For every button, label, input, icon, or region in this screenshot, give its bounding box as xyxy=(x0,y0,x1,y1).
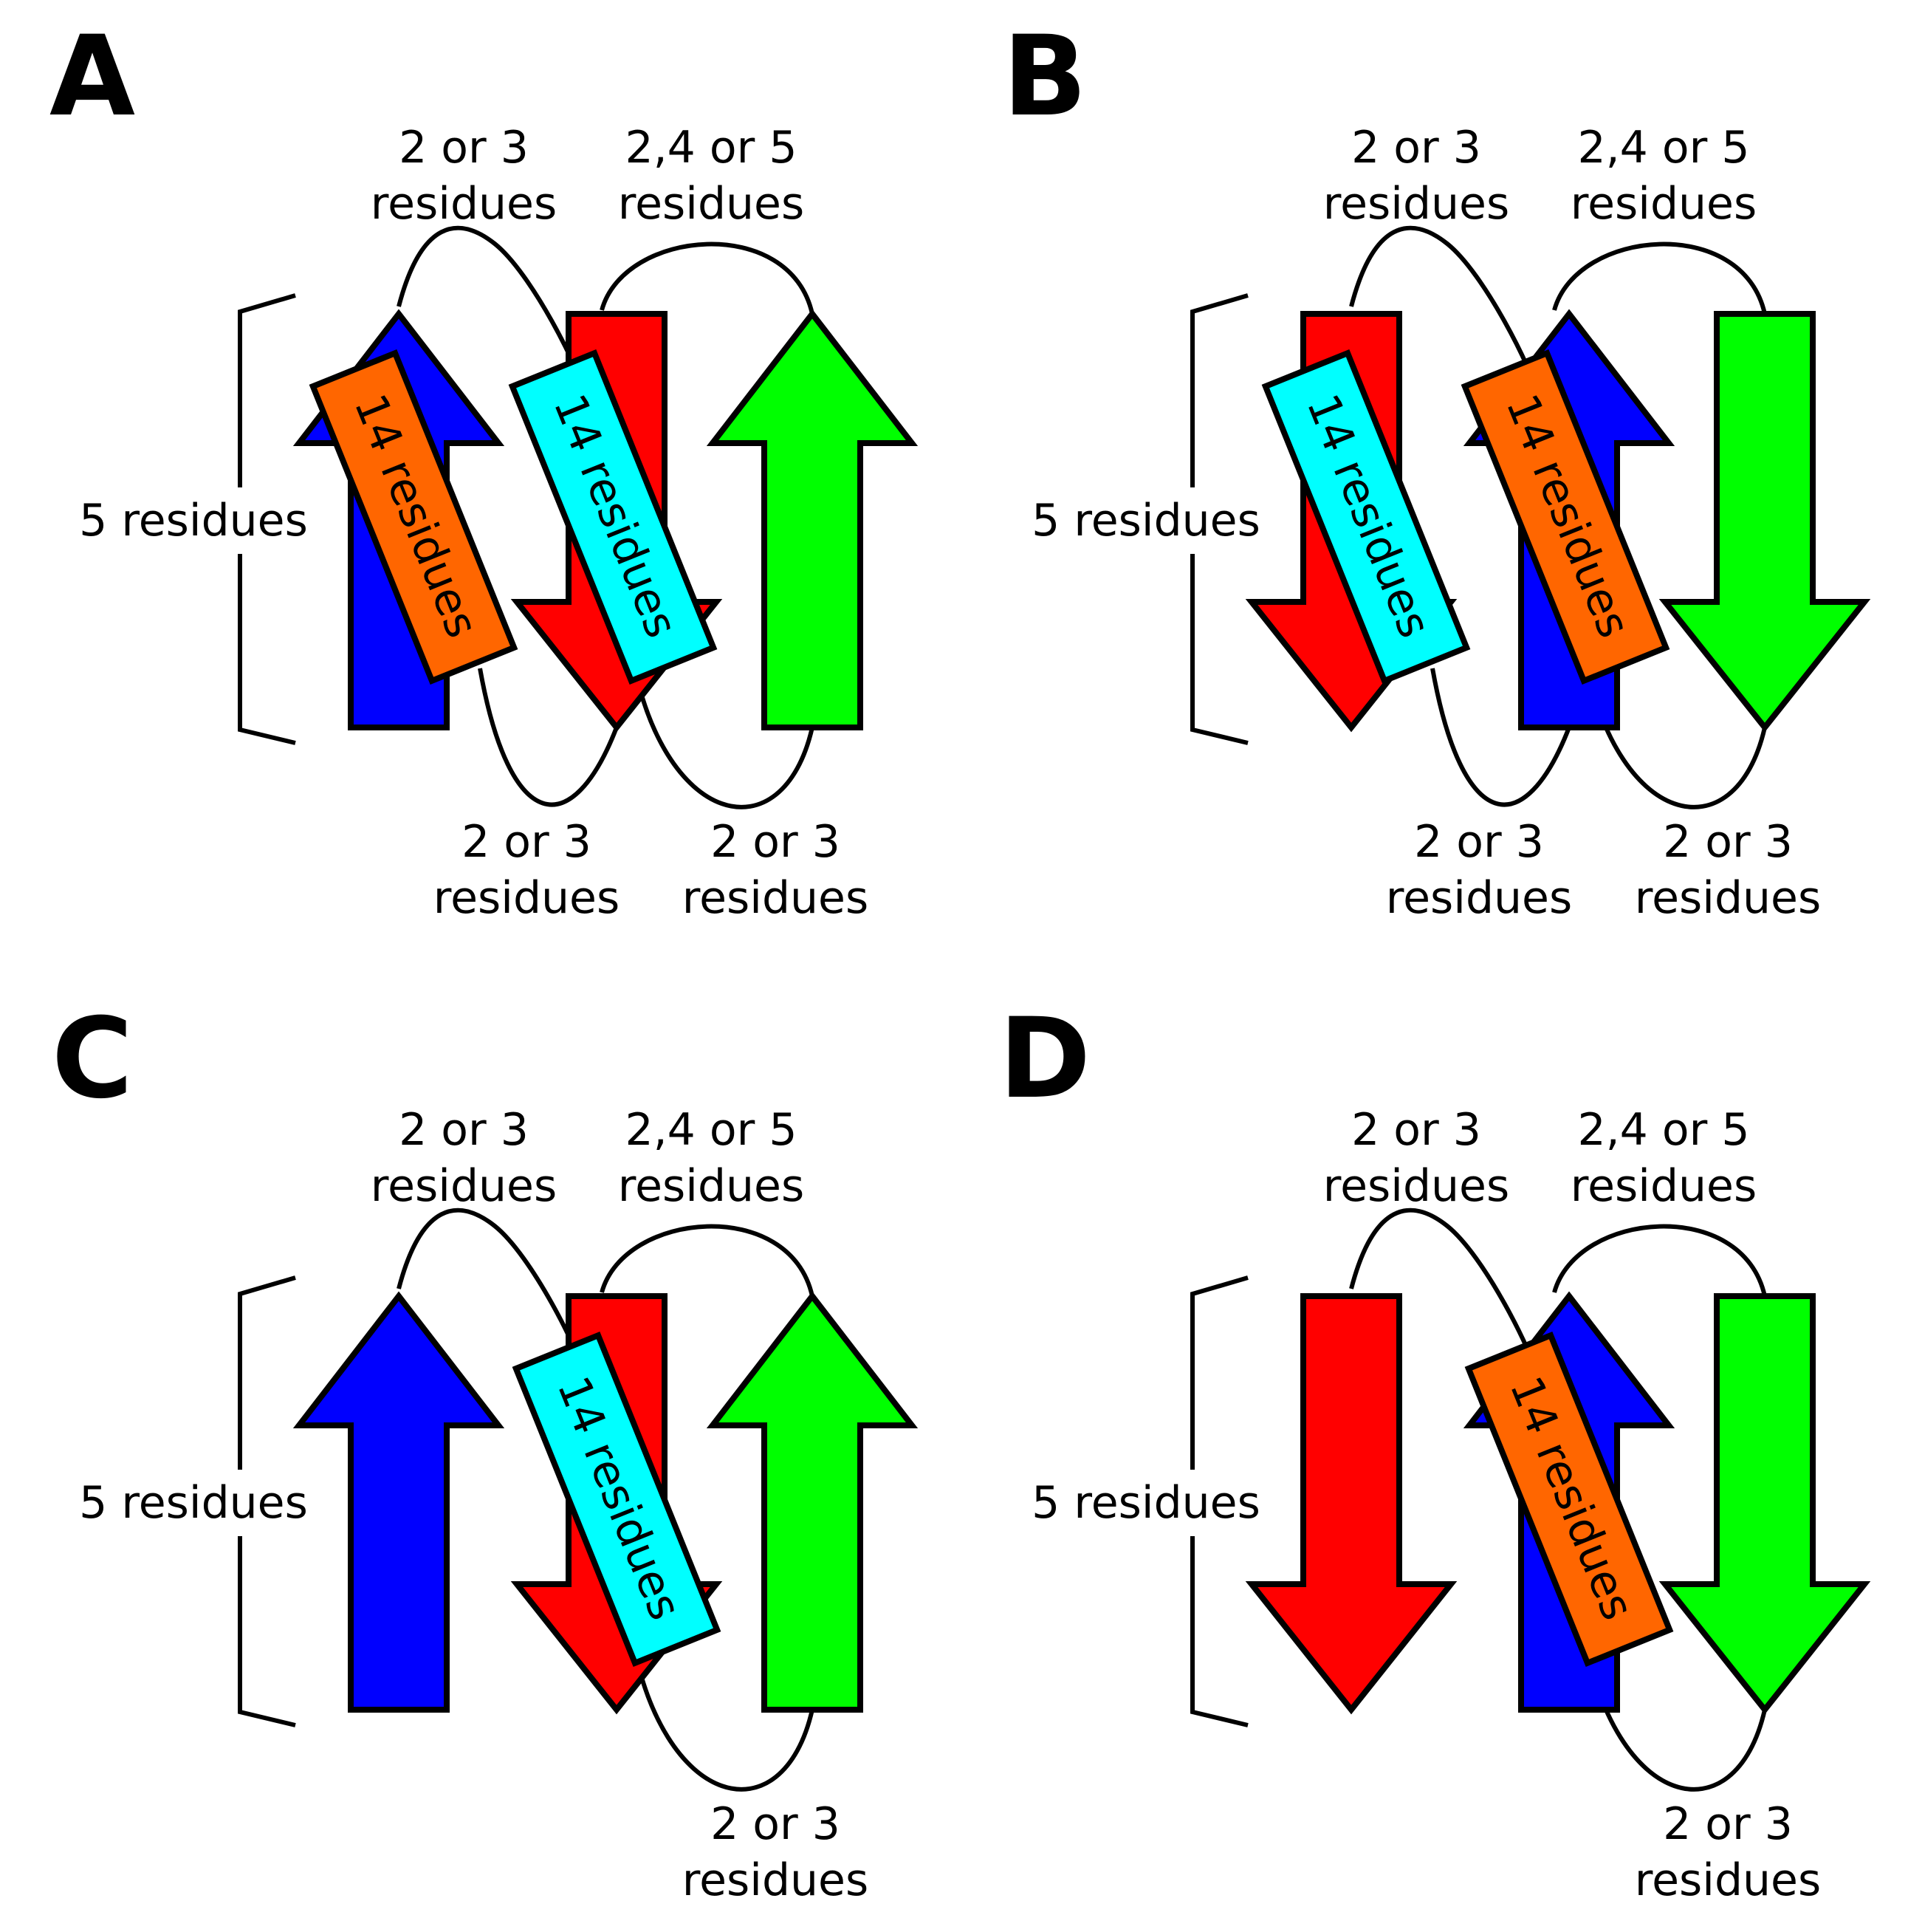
helix-box xyxy=(512,1331,721,1668)
top-loop-2 xyxy=(600,1224,814,1297)
bottom-loop-2 xyxy=(629,649,814,809)
bottom-loop-2 xyxy=(629,1631,814,1792)
strand-length-label: 5 residues xyxy=(1032,495,1260,547)
beta-strand-green-down xyxy=(1658,311,1871,733)
bottom-loop-2-label-line-1: 2 or 3 xyxy=(1663,816,1793,868)
panel-letter: B xyxy=(1003,13,1087,141)
bottom-loop-2-label-line-2: residues xyxy=(1635,872,1821,924)
strand-length-label: 5 residues xyxy=(79,495,308,547)
bottom-loop-1-label-line-1: 2 or 3 xyxy=(461,816,591,868)
top-loop-1 xyxy=(1349,1208,1542,1382)
bottom-loop-1-label-line-2: residues xyxy=(433,872,620,924)
top-loop-2-label-line-2: residues xyxy=(1571,178,1757,230)
beta-strand-blue-up xyxy=(292,1291,505,1713)
bottom-loop-2-label-line-1: 2 or 3 xyxy=(1663,1798,1793,1850)
bottom-loop-2-label-line-2: residues xyxy=(682,872,868,924)
beta-strand-red-down xyxy=(1245,1293,1458,1715)
alpha-helix-orange: 14 residues xyxy=(309,349,518,685)
bottom-loop-1-label-line-1: 2 or 3 xyxy=(1414,816,1544,868)
top-loop-2 xyxy=(600,242,814,315)
bottom-loop-2-label-line-1: 2 or 3 xyxy=(710,816,840,868)
bottom-loop-1-label-line-2: residues xyxy=(1386,872,1572,924)
helix-box xyxy=(508,349,718,685)
top-loop-2-label-line-1: 2,4 or 5 xyxy=(625,122,797,174)
bottom-loop-1 xyxy=(478,668,619,807)
top-loop-1-label-line-1: 2 or 3 xyxy=(1351,122,1481,174)
bottom-loop-2-label-line-2: residues xyxy=(682,1854,868,1906)
beta-strand-green-up xyxy=(706,309,919,730)
top-loop-2 xyxy=(1552,242,1767,315)
bottom-loop-1 xyxy=(1430,668,1571,807)
top-loop-2-label-line-2: residues xyxy=(1571,1160,1757,1212)
top-loop-2-label-line-1: 2,4 or 5 xyxy=(1577,1104,1749,1156)
top-loop-2-label-line-2: residues xyxy=(618,178,804,230)
helix-box xyxy=(1261,349,1471,685)
helix-box xyxy=(1464,1331,1674,1668)
panel-letter: D xyxy=(999,995,1091,1123)
helix-box xyxy=(1461,349,1670,685)
beta-strand-green-down xyxy=(1658,1293,1871,1715)
top-loop-2 xyxy=(1552,1224,1767,1297)
bottom-loop-2-label-line-1: 2 or 3 xyxy=(710,1798,840,1850)
top-loop-1-label-line-2: residues xyxy=(371,178,557,230)
strand-length-label: 5 residues xyxy=(79,1477,308,1529)
helix-box xyxy=(309,349,518,685)
top-loop-2-label-line-2: residues xyxy=(618,1160,804,1212)
top-loop-2-label-line-1: 2,4 or 5 xyxy=(625,1104,797,1156)
top-loop-1-label-line-1: 2 or 3 xyxy=(1351,1104,1481,1156)
alpha-helix-cyan: 14 residues xyxy=(508,349,718,685)
panel-letter: C xyxy=(52,995,133,1123)
top-loop-1-label-line-2: residues xyxy=(371,1160,557,1212)
top-loop-1 xyxy=(1349,225,1542,400)
top-loop-1-label-line-1: 2 or 3 xyxy=(399,1104,529,1156)
strand-length-label: 5 residues xyxy=(1032,1477,1260,1529)
top-loop-2-label-line-1: 2,4 or 5 xyxy=(1577,122,1749,174)
bottom-loop-2-label-line-2: residues xyxy=(1635,1854,1821,1906)
top-loop-1-label-line-2: residues xyxy=(1323,1160,1509,1212)
top-loop-1-label-line-2: residues xyxy=(1323,178,1509,230)
panel-letter: A xyxy=(49,13,135,141)
top-loop-1-label-line-1: 2 or 3 xyxy=(399,122,529,174)
beta-strand-green-up xyxy=(706,1291,919,1713)
